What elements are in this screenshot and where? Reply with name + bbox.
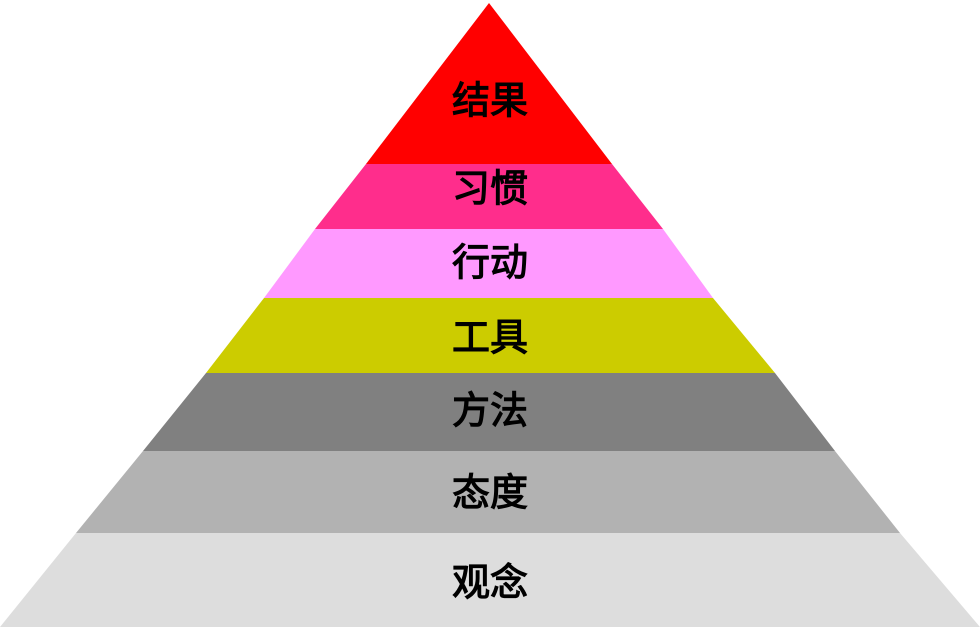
pyramid-layer-6	[76, 451, 900, 533]
layer-label-6: 态度	[452, 471, 528, 515]
layer-label-7: 观念	[452, 561, 528, 605]
layer-label-4: 工具	[452, 316, 528, 360]
pyramid-layer-5	[143, 373, 835, 451]
layer-label-5: 方法	[452, 389, 528, 433]
pyramid-layer-3	[264, 229, 713, 298]
pyramid-layer-2	[315, 164, 663, 229]
layer-label-1: 结果	[452, 79, 528, 123]
pyramid-layer-1	[366, 3, 612, 164]
pyramid-layer-4	[206, 298, 775, 373]
layer-label-2: 习惯	[452, 167, 528, 211]
layer-label-3: 行动	[452, 241, 528, 285]
pyramid-layer-7	[0, 533, 980, 627]
